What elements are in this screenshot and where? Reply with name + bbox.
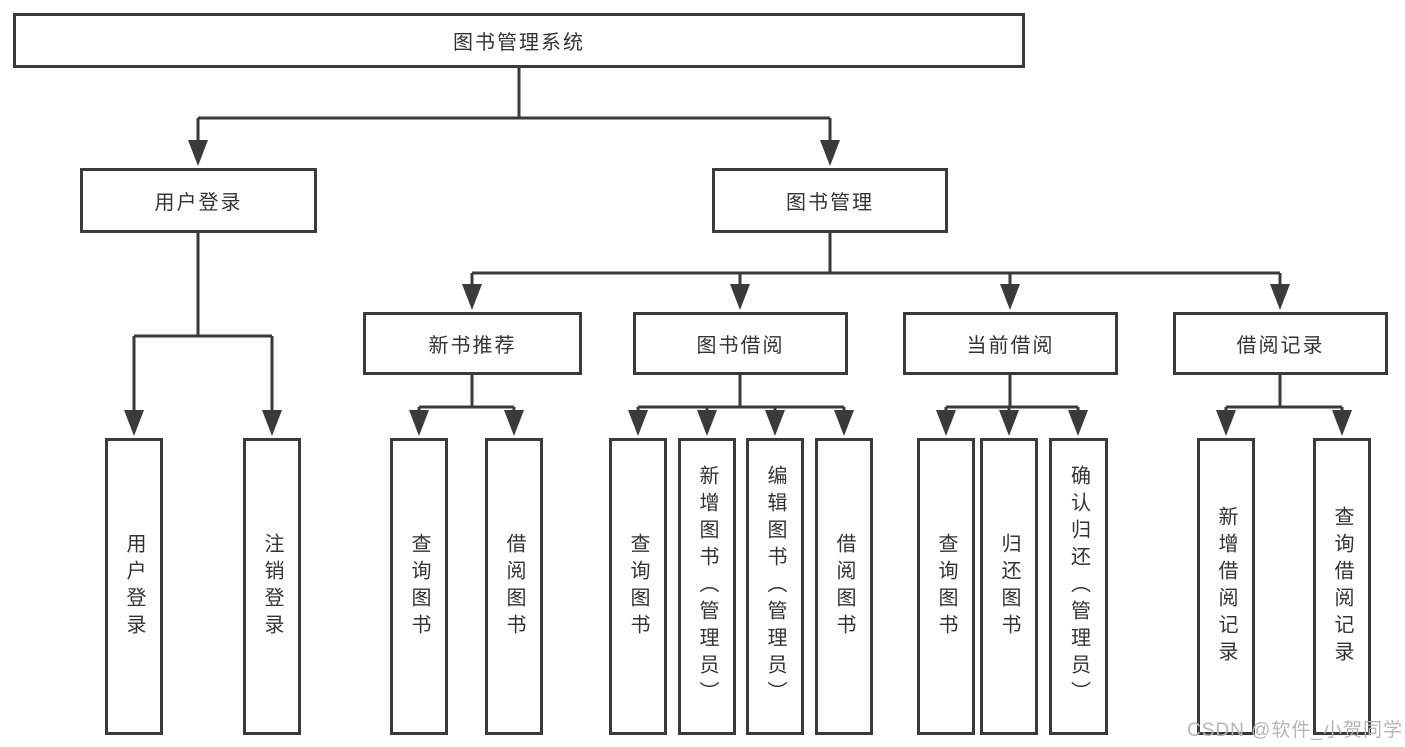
node-book-borrow-label: 图书借阅 [696, 335, 785, 357]
leaf-return-books-label: 归还图书 [998, 532, 1020, 641]
leaf-return-books: 归还图书 [980, 438, 1038, 735]
node-root: 图书管理系统 [13, 13, 1025, 68]
node-borrow-records-label: 借阅记录 [1236, 335, 1325, 357]
leaf-user-login: 用户登录 [105, 438, 163, 735]
leaf-edit-book-admin-label: 编辑图书（管理员） [764, 465, 786, 708]
leaf-edit-book-admin: 编辑图书（管理员） [746, 438, 804, 735]
leaf-add-borrow-record-label: 新增借阅记录 [1215, 505, 1237, 668]
leaf-borrow-books-recommend-label: 借阅图书 [503, 532, 525, 641]
leaf-query-books-recommend: 查询图书 [390, 438, 448, 735]
leaf-borrow-books-recommend: 借阅图书 [485, 438, 543, 735]
node-current-borrow: 当前借阅 [903, 312, 1118, 375]
leaf-query-books-borrow-label: 查询图书 [627, 532, 649, 641]
leaf-query-borrow-record-label: 查询借阅记录 [1331, 505, 1353, 668]
leaf-query-books-current: 查询图书 [917, 438, 975, 735]
leaf-query-books-current-label: 查询图书 [935, 532, 957, 641]
leaf-confirm-return-admin: 确认归还（管理员） [1049, 438, 1108, 735]
node-new-book-recommend-label: 新书推荐 [428, 335, 517, 357]
node-borrow-records: 借阅记录 [1173, 312, 1388, 375]
leaf-logout-label: 注销登录 [261, 532, 283, 641]
leaf-confirm-return-admin-label: 确认归还（管理员） [1067, 465, 1090, 708]
leaf-add-book-admin-label: 新增图书（管理员） [696, 465, 718, 708]
leaf-borrow-books-label: 借阅图书 [833, 532, 855, 641]
node-new-book-recommend: 新书推荐 [363, 312, 582, 375]
leaf-user-login-label: 用户登录 [123, 532, 145, 641]
node-book-borrow: 图书借阅 [633, 312, 848, 375]
leaf-add-book-admin: 新增图书（管理员） [678, 438, 736, 735]
node-book-management: 图书管理 [712, 168, 948, 233]
leaf-query-borrow-record: 查询借阅记录 [1313, 438, 1371, 735]
node-user-login: 用户登录 [80, 168, 317, 233]
arrowheads [124, 140, 1352, 436]
node-root-label: 图书管理系统 [453, 32, 585, 54]
csdn-watermark: CSDN @软件_小贺同学 [1187, 720, 1403, 741]
leaf-borrow-books: 借阅图书 [815, 438, 873, 735]
node-user-login-label: 用户登录 [154, 192, 243, 214]
leaf-add-borrow-record: 新增借阅记录 [1197, 438, 1255, 735]
leaf-query-books-recommend-label: 查询图书 [408, 532, 430, 641]
node-book-management-label: 图书管理 [786, 192, 874, 214]
leaf-logout: 注销登录 [243, 438, 301, 735]
node-current-borrow-label: 当前借阅 [966, 335, 1055, 357]
leaf-query-books-borrow: 查询图书 [609, 438, 667, 735]
